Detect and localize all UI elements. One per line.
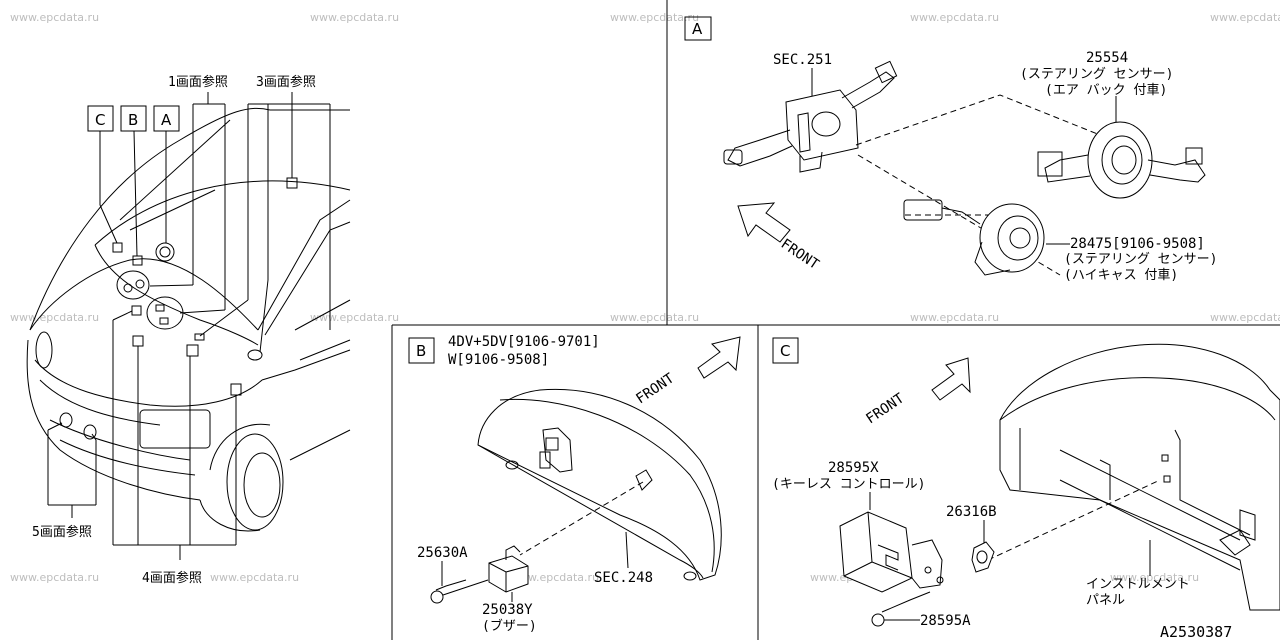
panel-frames [391, 0, 1280, 640]
watermark: www.epcdata.ru [1110, 571, 1199, 584]
panel-a-letter: A [692, 20, 703, 38]
ref-page4-label: 4画面参照 [142, 570, 202, 586]
watermark: www.epcdata.ru [610, 11, 699, 24]
panel-b: B 4DV+5DV[9106-9701] W[9106-9508] FRONT … [408, 334, 741, 634]
watermark: www.epcdata.ru [1210, 311, 1280, 324]
part-28475-number: 28475[9106-9508] [1070, 236, 1205, 252]
panel-b-applicability-2: W[9106-9508] [448, 352, 549, 368]
panel-b-applicability-1: 4DV+5DV[9106-9701] [448, 334, 600, 350]
diagram-code: A2530387 [1160, 623, 1232, 640]
watermark: www.epcdata.ru [10, 311, 99, 324]
watermark: www.epcdata.ru [910, 11, 999, 24]
watermark: www.epcdata.ru [910, 311, 999, 324]
part-25630a-label: 25630A [417, 545, 468, 561]
ref-page3-label: 3画面参照 [256, 74, 316, 90]
front-label-b: FRONT [633, 370, 677, 407]
part-25038y-number: 25038Y [482, 602, 533, 618]
part-25038y-name: (ブザー) [482, 618, 537, 634]
panel-c-letter: C [780, 342, 790, 360]
sec-251-label: SEC.251 [773, 52, 832, 68]
part-28475-note: (ハイキャス 付車) [1064, 268, 1178, 283]
watermark: www.epcdata.ru [310, 311, 399, 324]
ref-page1-label: 1画面参照 [168, 74, 228, 90]
watermark: www.epcdata.ru [310, 11, 399, 24]
part-28475-name: (ステアリング センサー) [1064, 252, 1217, 267]
callout-box-a: A [161, 111, 172, 129]
watermark: www.epcdata.ru [610, 311, 699, 324]
part-26316b-label: 26316B [946, 504, 997, 520]
ref-page5-label: 5画面参照 [32, 524, 92, 540]
callout-box-c: C [95, 111, 105, 129]
front-label-a: FRONT [778, 236, 822, 273]
instrument-panel-label-2: パネル [1086, 593, 1125, 608]
part-25554-name: (ステアリング センサー) [1020, 67, 1173, 82]
panel-c: C FRONT 28595X (キーレス コントロール) 26316B [772, 337, 1280, 629]
watermark: www.epcdata.ru [510, 571, 599, 584]
front-label-c: FRONT [863, 390, 907, 427]
part-28595a-label: 28595A [920, 613, 971, 629]
watermark: www.epcdata.ru [1210, 11, 1280, 24]
watermark: www.epcdata.ru [10, 571, 99, 584]
part-28595x-name: (キーレス コントロール) [772, 477, 925, 492]
part-25554-note: (エア バック 付車) [1045, 83, 1167, 98]
panel-b-letter: B [416, 342, 426, 360]
part-25554-number: 25554 [1086, 50, 1128, 66]
vehicle-view: C B A 1画面参照 3画面参照 5画面参照 [26, 74, 351, 586]
callout-box-b: B [128, 111, 138, 129]
watermark: www.epcdata.ru [10, 11, 99, 24]
instrument-panel-label-1: インストルメント [1086, 577, 1190, 592]
part-28595x-number: 28595X [828, 460, 879, 476]
watermark: www.epcdata.ru [210, 571, 299, 584]
sec-248-label: SEC.248 [594, 570, 653, 586]
panel-a: A SEC.251 25554 (ステアリング センサー) (エア バック 付車… [684, 16, 1217, 283]
